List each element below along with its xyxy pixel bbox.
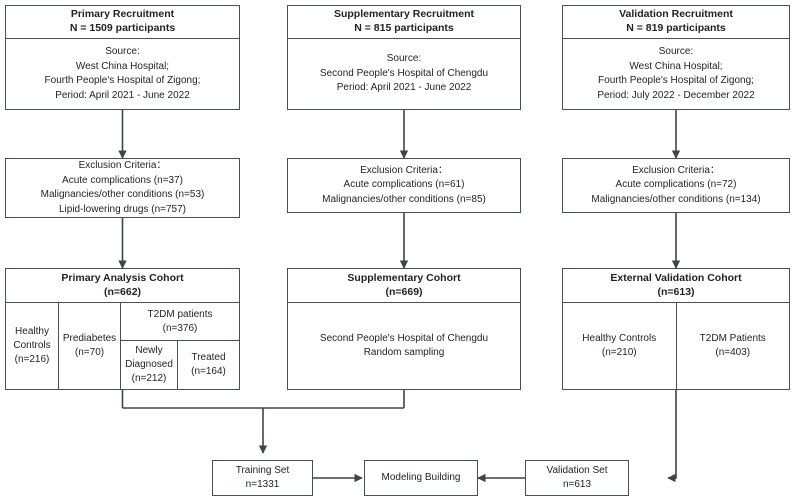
- newly-diagnosed-line-1: Newly: [135, 345, 163, 356]
- recruitment-supplementary-body: Source: Second People's Hospital of Chen…: [288, 39, 520, 109]
- cohort-validation-count: (n=613): [657, 285, 695, 298]
- recruitment-validation-source-1: West China Hospital;: [629, 60, 723, 72]
- healthy-controls-line-2: Controls: [13, 340, 51, 351]
- validation-t2dm-count: (n=403): [715, 347, 751, 358]
- modeling-building-box: Modeling Building: [364, 460, 478, 496]
- exclusion-validation-item-1: Acute complications (n=72): [615, 179, 737, 191]
- prediabetes-label: Prediabetes: [62, 333, 117, 344]
- recruitment-primary-source-1: West China Hospital;: [75, 60, 170, 72]
- modeling-building-label: Modeling Building: [381, 471, 461, 483]
- training-set-count: n=1331: [245, 479, 280, 490]
- treated-label: Treated: [191, 352, 226, 363]
- treated-count: (n=164): [191, 366, 226, 377]
- recruitment-supplementary-count: N = 815 participants: [354, 22, 454, 34]
- exclusion-validation-item-2: Malignancies/other conditions (n=134): [591, 193, 761, 205]
- recruitment-box-supplementary: Supplementary Recruitment N = 815 partic…: [287, 5, 521, 110]
- recruitment-validation-source-label: Source:: [658, 46, 694, 57]
- exclusion-validation-label: Exclusion Criteria：: [632, 164, 720, 176]
- cohort-primary-title: Primary Analysis Cohort: [61, 271, 184, 284]
- cohort-primary-treated: Treated (n=164): [177, 341, 239, 389]
- cohort-primary-count: (n=662): [103, 285, 142, 298]
- validation-healthy-controls-label: Healthy Controls: [582, 333, 657, 344]
- newly-diagnosed-count: (n=212): [131, 373, 167, 384]
- cohort-validation-subgroups: Healthy Controls (n=210) T2DM Patients (…: [563, 303, 789, 389]
- recruitment-box-validation: Validation Recruitment N = 819 participa…: [562, 5, 790, 110]
- exclusion-primary-label: Exclusion Criteria：: [78, 160, 167, 171]
- cohort-supplementary-body: Second People's Hospital of Chengdu Rand…: [288, 303, 520, 389]
- recruitment-supplementary-source-2: Period: April 2021 - June 2022: [336, 82, 472, 94]
- cohort-primary-t2dm-group: T2DM patients (n=376) Newly Diagnosed (n…: [120, 303, 239, 389]
- recruitment-validation-body: Source: West China Hospital; Fourth Peop…: [563, 39, 789, 109]
- exclusion-supplementary-label: Exclusion Criteria：: [360, 164, 448, 176]
- recruitment-supplementary-source-1: Second People's Hospital of Chengdu: [319, 67, 489, 79]
- recruitment-validation-source-3: Period: July 2022 - December 2022: [597, 89, 755, 101]
- cohort-box-primary-analysis: Primary Analysis Cohort (n=662) Healthy …: [5, 268, 240, 390]
- cohort-primary-header: Primary Analysis Cohort (n=662): [6, 269, 239, 303]
- recruitment-primary-source-2: Fourth People's Hospital of Zigong;: [44, 75, 201, 86]
- cohort-primary-prediabetes: Prediabetes (n=70): [58, 303, 120, 389]
- validation-set-label: Validation Set: [546, 464, 608, 476]
- recruitment-validation-source-2: Fourth People's Hospital of Zigong;: [598, 75, 754, 86]
- validation-set-box: Validation Set n=613: [525, 460, 629, 496]
- cohort-validation-t2dm: T2DM Patients (n=403): [675, 303, 790, 389]
- recruitment-validation-count: N = 819 participants: [626, 22, 726, 34]
- cohort-supplementary-title: Supplementary Cohort: [347, 271, 461, 284]
- recruitment-validation-title: Validation Recruitment: [619, 8, 733, 21]
- prediabetes-count: (n=70): [74, 347, 105, 358]
- training-set-label: Training Set: [235, 464, 290, 476]
- recruitment-supplementary-source-label: Source:: [386, 53, 422, 65]
- recruitment-primary-body: Source: West China Hospital; Fourth Peop…: [6, 39, 239, 109]
- cohort-primary-newly-diagnosed: Newly Diagnosed (n=212): [121, 341, 177, 389]
- cohort-validation-title: External Validation Cohort: [610, 271, 742, 284]
- cohort-box-external-validation: External Validation Cohort (n=613) Healt…: [562, 268, 790, 390]
- healthy-controls-line-1: Healthy: [15, 326, 49, 337]
- validation-healthy-controls-count: (n=210): [601, 347, 637, 358]
- cohort-supplementary-body-line-1: Second People's Hospital of Chengdu: [319, 332, 489, 344]
- recruitment-supplementary-title: Supplementary Recruitment: [333, 8, 475, 21]
- recruitment-supplementary-header: Supplementary Recruitment N = 815 partic…: [288, 6, 520, 39]
- cohort-validation-healthy-controls: Healthy Controls (n=210): [563, 303, 676, 389]
- exclusion-primary-item-1: Acute complications (n=37): [62, 174, 183, 186]
- t2dm-label: T2DM patients: [147, 308, 213, 320]
- arrow-validation-cohort-to-validation-set: [667, 390, 677, 483]
- training-set-box: Training Set n=1331: [212, 460, 313, 496]
- recruitment-primary-source-3: Period: April 2021 - June 2022: [55, 89, 190, 101]
- t2dm-count: (n=376): [162, 322, 198, 334]
- recruitment-primary-count: N = 1509 participants: [69, 22, 176, 34]
- recruitment-primary-source-label: Source:: [105, 46, 140, 57]
- cohort-supplementary-body-line-2: Random sampling: [363, 347, 445, 358]
- exclusion-box-supplementary: Exclusion Criteria： Acute complications …: [287, 158, 521, 213]
- cohort-supplementary-count: (n=669): [385, 285, 423, 298]
- exclusion-supplementary-item-1: Acute complications (n=61): [343, 179, 465, 191]
- cohort-box-supplementary: Supplementary Cohort (n=669) Second Peop…: [287, 268, 521, 390]
- exclusion-box-validation: Exclusion Criteria： Acute complications …: [562, 158, 790, 213]
- cohort-primary-subgroups: Healthy Controls (n=216) Prediabetes (n=…: [6, 303, 239, 389]
- recruitment-box-primary: Primary Recruitment N = 1509 participant…: [5, 5, 240, 110]
- cohort-validation-header: External Validation Cohort (n=613): [563, 269, 789, 303]
- exclusion-box-primary: Exclusion Criteria： Acute complications …: [5, 158, 240, 218]
- cohort-supplementary-header: Supplementary Cohort (n=669): [288, 269, 520, 303]
- cohort-primary-t2dm-header: T2DM patients (n=376): [121, 303, 239, 341]
- recruitment-primary-header: Primary Recruitment N = 1509 participant…: [6, 6, 239, 39]
- healthy-controls-count: (n=216): [14, 354, 50, 365]
- exclusion-supplementary-item-2: Malignancies/other conditions (n=85): [322, 193, 486, 205]
- recruitment-validation-header: Validation Recruitment N = 819 participa…: [563, 6, 789, 39]
- cohort-primary-healthy-controls: Healthy Controls (n=216): [6, 303, 58, 389]
- exclusion-primary-item-2: Malignancies/other conditions (n=53): [40, 189, 205, 200]
- validation-set-count: n=613: [562, 479, 592, 490]
- recruitment-primary-title: Primary Recruitment: [70, 8, 175, 21]
- exclusion-primary-item-3: Lipid-lowering drugs (n=757): [58, 203, 187, 215]
- cohort-primary-t2dm-subgroups: Newly Diagnosed (n=212) Treated (n=164): [121, 341, 239, 389]
- newly-diagnosed-line-2: Diagnosed: [125, 359, 173, 370]
- validation-t2dm-label: T2DM Patients: [699, 333, 766, 344]
